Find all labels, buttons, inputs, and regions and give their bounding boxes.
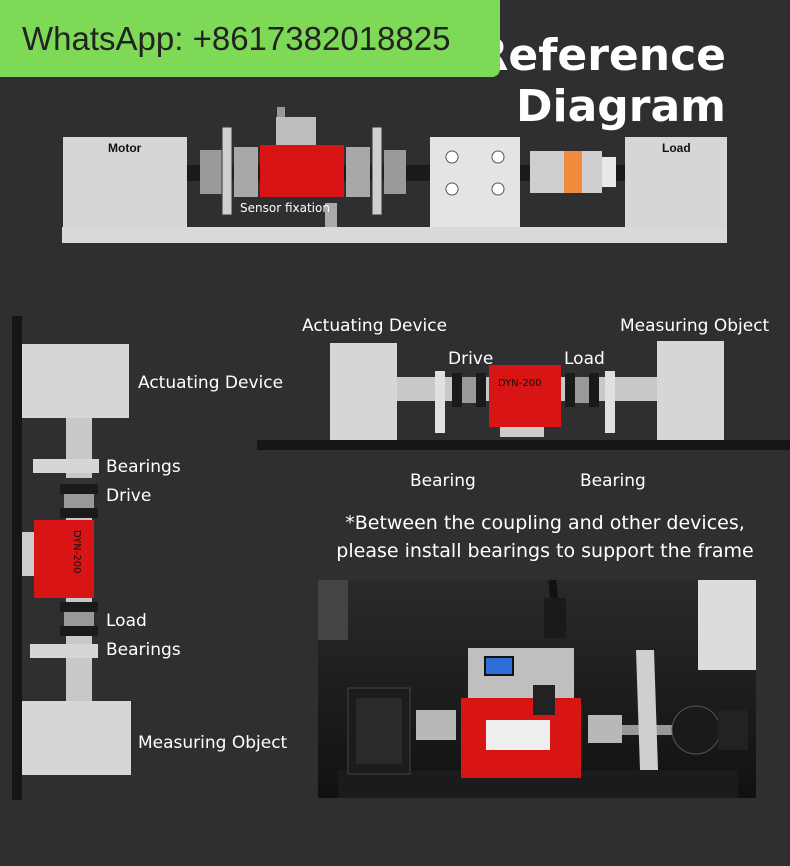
- top-bearing-housing: [430, 137, 520, 227]
- horizontal-drive-label: Drive: [448, 349, 494, 369]
- vertical-bearing-top: [33, 459, 99, 473]
- top-sensor-head: [276, 117, 316, 145]
- top-installation-diagram: [62, 107, 727, 243]
- horizontal-measuring-label: Measuring Object: [620, 316, 770, 336]
- horizontal-coupling-right: [565, 373, 575, 407]
- vertical-sensor-bracket: [22, 532, 34, 576]
- top-load-coupling: [530, 151, 564, 193]
- vertical-frame-post: [12, 316, 22, 800]
- top-bearing-ball-2: [491, 150, 505, 164]
- photo-sensor-top: [468, 648, 574, 700]
- photo-wall: [698, 580, 756, 670]
- vertical-sensor-body: [34, 520, 94, 598]
- top-sensor-label: Sensor fixation: [240, 201, 330, 215]
- top-flange-left: [221, 126, 233, 216]
- installation-photo: [318, 580, 756, 798]
- horizontal-bearing-left: [435, 371, 445, 433]
- top-motor-block: [63, 137, 187, 227]
- horizontal-sensor-body: [489, 365, 561, 427]
- vertical-load-label: Load: [106, 611, 147, 631]
- photo-sensor-nameplate: [486, 720, 550, 750]
- photo-connector-plug: [533, 685, 555, 715]
- vertical-drive-label: Drive: [106, 486, 152, 506]
- top-coupling-left2: [234, 147, 258, 197]
- vertical-sensor-model: DYN-200: [71, 530, 82, 574]
- vertical-measuring-label: Measuring Object: [138, 733, 288, 753]
- note-line-2: please install bearings to support the f…: [336, 540, 754, 562]
- top-motor-label: Motor: [108, 141, 142, 155]
- horizontal-bearing-right-label: Bearing: [580, 471, 646, 491]
- top-bearing-ball-3: [445, 182, 459, 196]
- top-sensor-foot: [325, 203, 337, 227]
- horizontal-sensor-model: DYN-200: [498, 378, 542, 389]
- top-coupling-right: [346, 147, 370, 197]
- vertical-bearings-top-label: Bearings: [106, 457, 181, 477]
- top-coupling-left: [200, 150, 222, 194]
- top-load-label: Load: [662, 141, 691, 155]
- vertical-coupling-top: [60, 484, 98, 494]
- vertical-actuating-block: [22, 344, 129, 418]
- horizontal-actuating-block: [330, 343, 397, 440]
- horizontal-installation-diagram: [257, 341, 790, 450]
- horizontal-sensor-bracket: [500, 425, 544, 437]
- vertical-bearing-bottom: [30, 644, 98, 658]
- top-load-adapter: [602, 157, 616, 187]
- top-flange-right: [371, 126, 383, 216]
- vertical-installation-diagram: [12, 316, 131, 800]
- top-sensor-body: [260, 145, 344, 197]
- photo-bearing-bracket: [636, 650, 658, 770]
- vertical-actuating-label: Actuating Device: [138, 373, 284, 393]
- whatsapp-text: WhatsApp: +8617382018825: [22, 20, 451, 57]
- top-coupling-right2: [384, 150, 406, 194]
- horizontal-measuring-block: [657, 341, 724, 440]
- whatsapp-banner: [0, 0, 500, 77]
- horizontal-bearing-right: [605, 371, 615, 433]
- top-base-plate: [62, 227, 727, 243]
- top-bearing-ball-4: [491, 182, 505, 196]
- vertical-bearings-bottom-label: Bearings: [106, 640, 181, 660]
- horizontal-load-label: Load: [564, 349, 605, 369]
- horizontal-actuating-label: Actuating Device: [302, 316, 448, 336]
- horizontal-base-plate: [257, 440, 790, 450]
- horizontal-coupling-left: [452, 373, 462, 407]
- top-spider-coupling: [564, 151, 582, 193]
- photo-cable-connector: [544, 598, 566, 638]
- vertical-measuring-block: [22, 701, 131, 775]
- vertical-coupling-bottom: [60, 602, 98, 612]
- horizontal-bearing-left-label: Bearing: [410, 471, 476, 491]
- photo-coupling-left: [416, 710, 456, 740]
- top-sensor-connector: [277, 107, 285, 117]
- top-load-coupling2: [582, 151, 602, 193]
- top-load-block: [625, 137, 727, 227]
- photo-coupling-right: [588, 715, 622, 743]
- top-bearing-ball-1: [445, 150, 459, 164]
- note-line-1: *Between the coupling and other devices,: [345, 512, 745, 534]
- photo-load-device: [671, 705, 721, 755]
